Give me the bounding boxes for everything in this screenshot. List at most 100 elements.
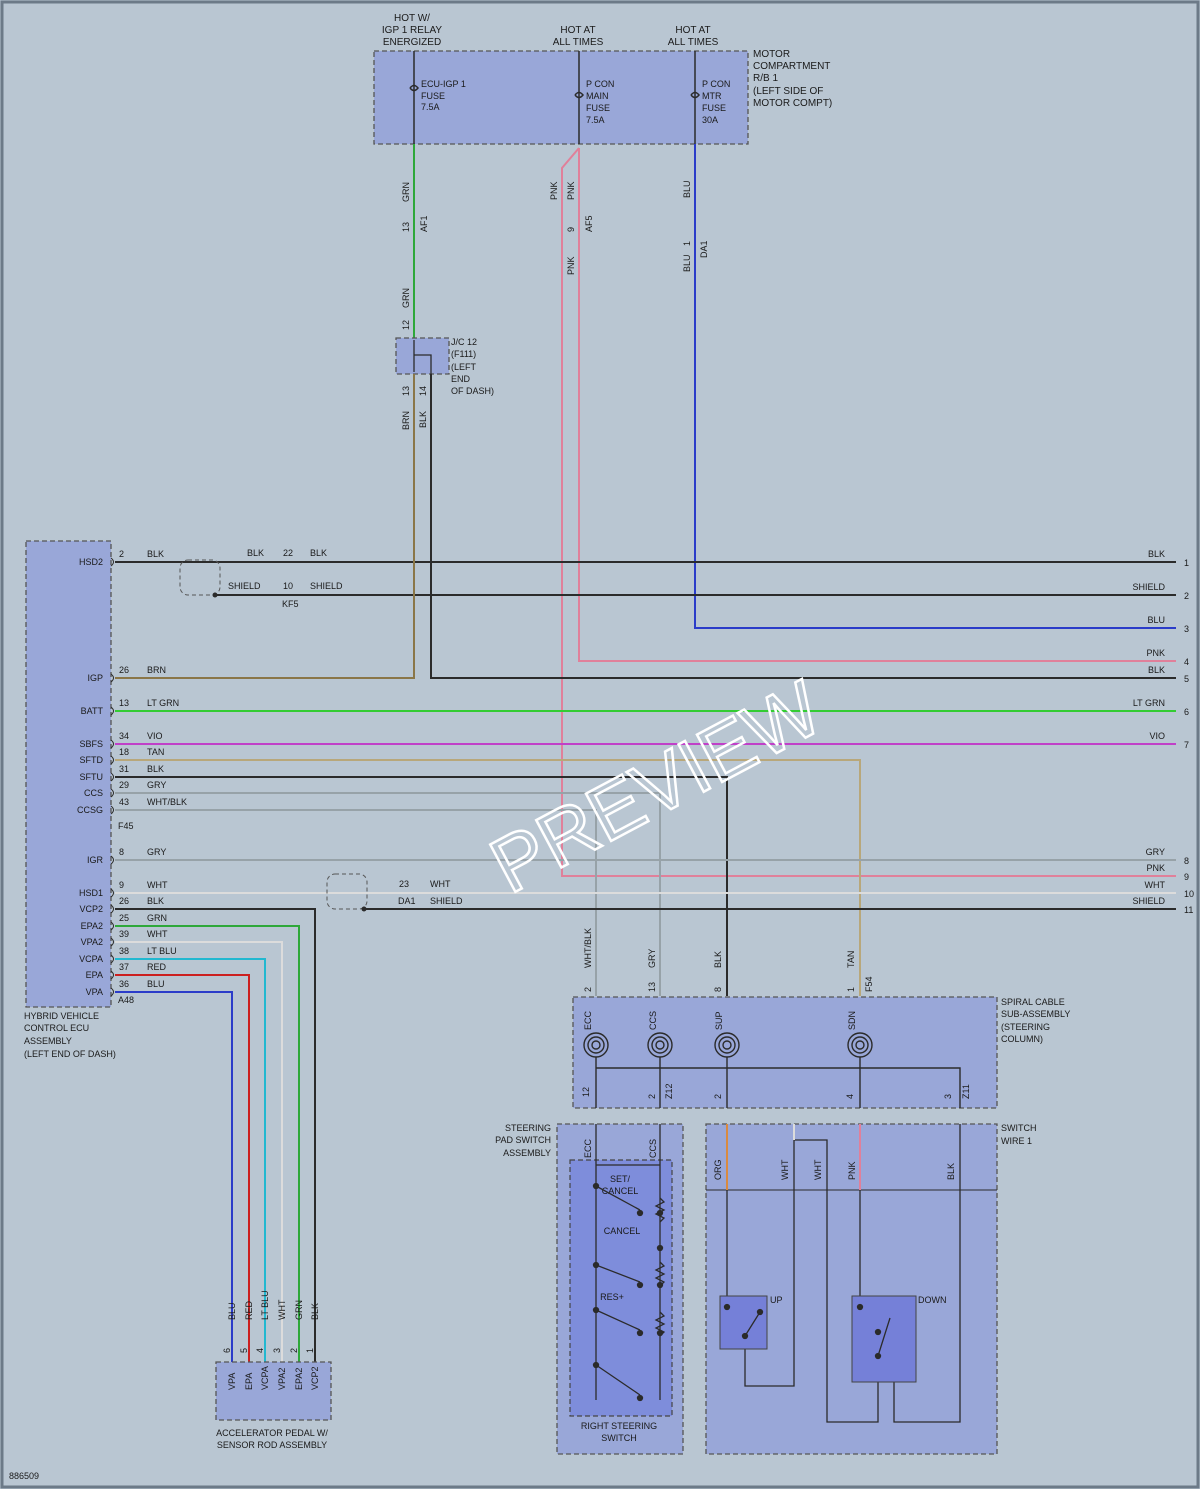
ecu-pin-number: 37: [119, 962, 129, 972]
svg-text:MAIN: MAIN: [586, 91, 609, 101]
motor-compartment-relay-block: [373, 50, 749, 145]
svg-text:Z12: Z12: [664, 1083, 674, 1099]
svg-text:SHIELD: SHIELD: [430, 896, 463, 906]
ecu-pin-wire: LT BLU: [147, 946, 177, 956]
svg-text:GRY: GRY: [647, 949, 657, 968]
svg-text:SET/: SET/: [610, 1174, 631, 1184]
ecu-pin-wire: BLU: [147, 979, 165, 989]
right-label-number: 10: [1184, 889, 1194, 899]
svg-text:BLU: BLU: [682, 254, 692, 272]
pedal-pin-label: VCP2: [310, 1366, 320, 1390]
svg-text:P CON: P CON: [586, 79, 614, 89]
svg-text:CCS: CCS: [648, 1011, 658, 1030]
right-label-number: 2: [1184, 591, 1189, 601]
header-hot-all-times-2: HOT AT ALL TIMES: [668, 25, 719, 48]
svg-text:AF5: AF5: [584, 215, 594, 232]
svg-text:3: 3: [943, 1094, 953, 1099]
pedal-pin-number: 6: [222, 1348, 232, 1353]
ecu-pin-wire: GRN: [147, 913, 167, 923]
spiral-cable-name: SPIRAL CABLE SUB-ASSEMBLY (STEERING COLU…: [1001, 997, 1070, 1044]
ecu-pin-label: IGP: [87, 673, 103, 683]
wire-tan-sftd: [115, 759, 861, 996]
svg-text:RIGHT STEERING: RIGHT STEERING: [581, 1421, 657, 1431]
ecu-pin-label: BATT: [81, 706, 104, 716]
wire-blu-vpa: [115, 991, 233, 1362]
right-label-number: 9: [1184, 872, 1189, 882]
wire-pnk-4: [578, 148, 1176, 662]
switch-wire-name: SWITCH WIRE 1: [1001, 1123, 1037, 1146]
wire-pnk-9: [561, 147, 1176, 877]
svg-text:DA1: DA1: [699, 240, 709, 258]
right-label-wire: GRY: [1146, 847, 1165, 857]
pedal-pin-wire: BLK: [310, 1303, 320, 1320]
ecu-pin-label: HSD2: [79, 557, 103, 567]
ecu-pin-wire: BLK: [147, 549, 164, 559]
svg-text:BLK: BLK: [946, 1163, 956, 1180]
fuse-internal-lines: [409, 51, 700, 144]
ecu-pin-label: VCPA: [79, 954, 103, 964]
svg-text:PNK: PNK: [566, 256, 576, 275]
down-switch-label: DOWN: [918, 1295, 947, 1305]
svg-text:(LEFT END OF DASH): (LEFT END OF DASH): [24, 1049, 116, 1059]
svg-text:ENERGIZED: ENERGIZED: [383, 37, 441, 48]
svg-text:FUSE: FUSE: [586, 103, 610, 113]
pedal-pin-number: 5: [239, 1348, 249, 1353]
svg-text:(F111): (F111): [451, 349, 476, 359]
shield-loop-da1: [326, 873, 368, 910]
steering-pad-ccs: CCS: [648, 1139, 658, 1158]
motor-rb-label: MOTOR COMPARTMENT R/B 1 (LEFT SIDE OF MO…: [753, 49, 832, 109]
kf5-labels: BLK 22 BLK SHIELD 10 SHIELD KF5: [228, 548, 343, 609]
hv-ecu-name: HYBRID VEHICLE CONTROL ECU ASSEMBLY (LEF…: [24, 1011, 116, 1059]
wire-gry-ccs: [115, 792, 661, 996]
svg-text:P CON: P CON: [702, 79, 730, 89]
ecu-pin-wire: WHT: [147, 929, 168, 939]
preview-watermark: PREVIEW: [476, 663, 835, 910]
ecu-pin-connector: [110, 888, 114, 898]
wire-ltblu-vcpa: [115, 958, 266, 1362]
up-switch-label: UP: [770, 1295, 783, 1305]
svg-text:SUB-ASSEMBLY: SUB-ASSEMBLY: [1001, 1009, 1070, 1019]
svg-text:ASSEMBLY: ASSEMBLY: [503, 1148, 551, 1158]
ecu-pin-connector: [110, 970, 114, 980]
svg-text:F54: F54: [864, 976, 874, 992]
svg-text:MTR: MTR: [702, 91, 722, 101]
svg-text:R/B 1: R/B 1: [753, 73, 778, 84]
ecu-pin-wire: BRN: [147, 665, 166, 675]
svg-text:22: 22: [283, 548, 293, 558]
connector-f45: F45: [118, 821, 134, 831]
ecu-pin-connector: [110, 921, 114, 931]
steering-pad-name: STEERING PAD SWITCH ASSEMBLY: [495, 1123, 551, 1158]
right-label-wire: PNK: [1146, 648, 1165, 658]
svg-text:SPIRAL CABLE: SPIRAL CABLE: [1001, 997, 1065, 1007]
svg-text:(STEERING: (STEERING: [1001, 1022, 1050, 1032]
ecu-pin-label: CCSG: [77, 805, 103, 815]
switch-wire-internals: [726, 1124, 961, 1423]
svg-text:SHIELD: SHIELD: [228, 581, 261, 591]
right-label-number: 4: [1184, 657, 1189, 667]
spiral-cable-sub-assembly: [572, 996, 998, 1109]
svg-text:BLK: BLK: [247, 548, 264, 558]
ecu-pin-connector: [110, 987, 114, 997]
svg-text:BLU: BLU: [682, 180, 692, 198]
ecu-pin-wire: VIO: [147, 731, 163, 741]
ecu-pin-label: VPA2: [81, 937, 103, 947]
ecu-pin-label: IGR: [87, 855, 104, 865]
wire-whtblk-ccsg: [115, 809, 597, 996]
right-label-wire: VIO: [1149, 731, 1165, 741]
svg-text:WHT: WHT: [430, 879, 451, 889]
right-label-wire: BLK: [1148, 549, 1165, 559]
header-hot-igp1: HOT W/ IGP 1 RELAY ENERGIZED: [382, 13, 443, 48]
svg-text:SDN: SDN: [847, 1011, 857, 1030]
ecu-pin-connector: [110, 755, 114, 765]
